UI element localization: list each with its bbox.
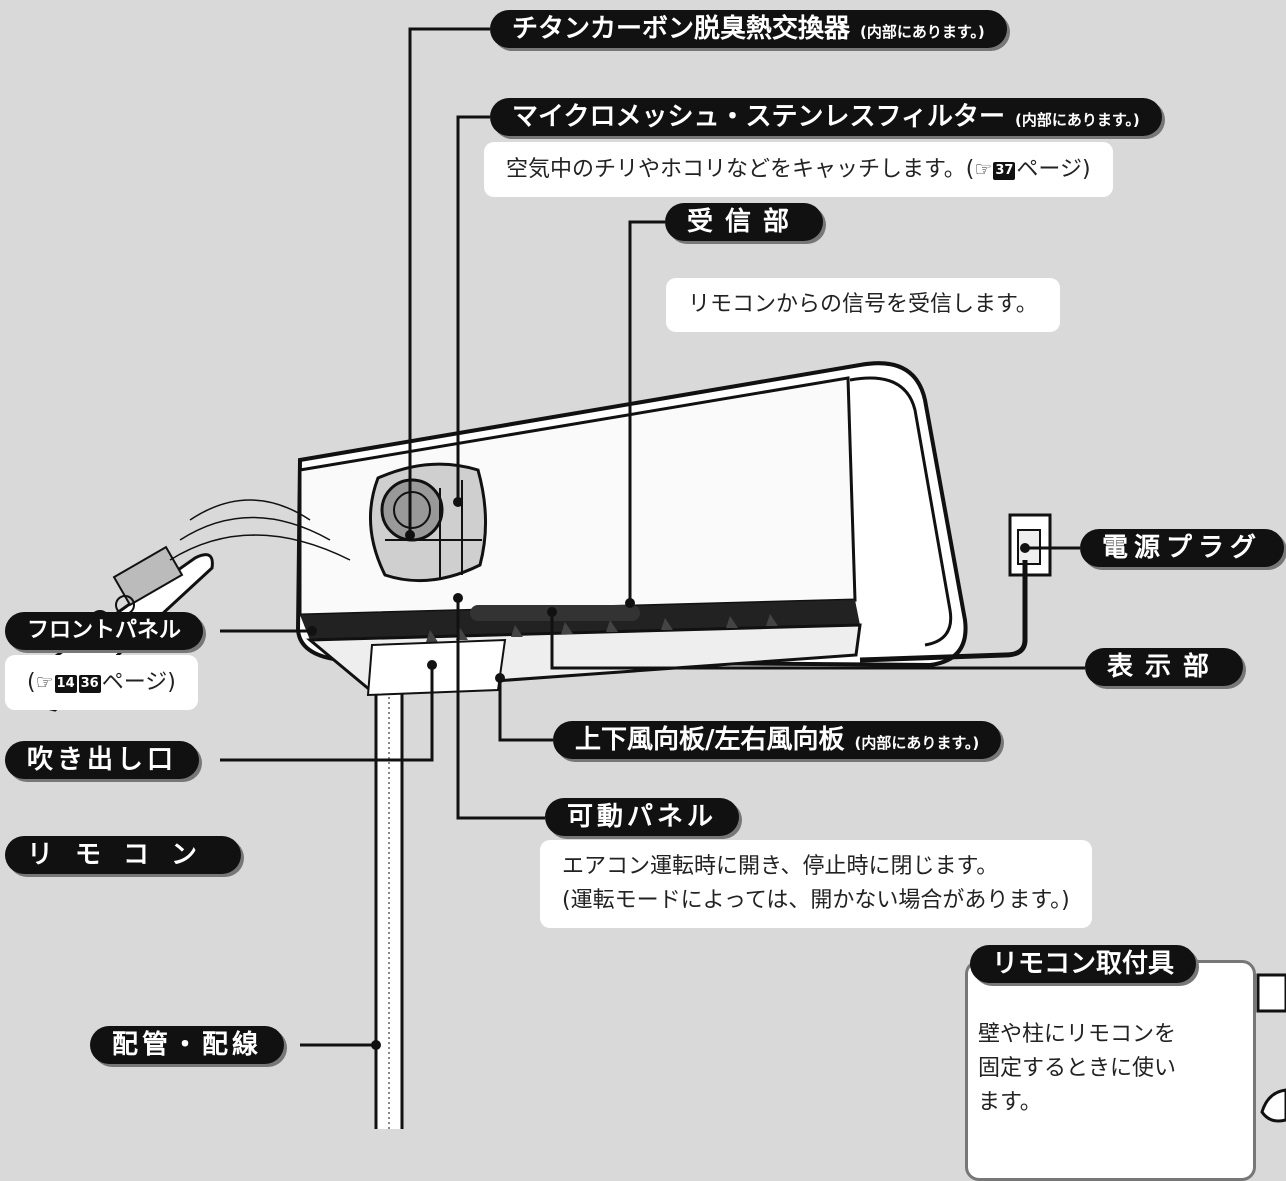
holder-description: 壁や柱にリモコンを 固定するときに使い ます。 [965, 960, 1256, 1181]
pointer-icon: ☞ [974, 157, 993, 181]
mesh-note: (内部にあります。) [1014, 111, 1140, 129]
front-desc-pre: ( [27, 670, 36, 695]
pipe-illustration [374, 678, 404, 1129]
holder-desc-line2: 固定するときに使い [978, 1056, 1177, 1081]
receiver-label: 受信部 [665, 203, 824, 241]
mesh-filter-label: マイクロメッシュ・ステンレスフィルター (内部にあります。) [490, 98, 1162, 136]
movable-desc-line2: (運転モードによっては、開かない場合があります。) [562, 888, 1070, 913]
page-ref-badge: 14 [54, 675, 77, 693]
piping-label: 配管・配線 [90, 1026, 285, 1064]
leader-lines [220, 27, 1085, 1047]
holder-desc-line1: 壁や柱にリモコンを [978, 1022, 1177, 1047]
receiver-description: リモコンからの信号を受信します。 [666, 278, 1060, 332]
receiver-title: 受信部 [687, 207, 802, 237]
remote-holder-label: リモコン取付具 [970, 945, 1197, 983]
leader-dots [307, 497, 1030, 1050]
page-ref-badge: 36 [78, 675, 101, 693]
titanium-note: (内部にあります。) [860, 23, 985, 41]
front-panel-label: フロントパネル [5, 612, 204, 650]
outlet-title: 吹き出し口 [27, 745, 178, 775]
remote-holder-illustration [1256, 973, 1286, 1123]
louver-title: 上下風向板/左右風向板 [575, 725, 845, 755]
movable-panel-title: 可動パネル [567, 802, 718, 832]
plug-title: 電源プラグ [1102, 533, 1263, 563]
remote-label: リモコン [5, 836, 242, 874]
mesh-title: マイクロメッシュ・ステンレスフィルター [512, 102, 1005, 132]
pointer-icon: ☞ [35, 670, 54, 694]
holder-desc-line3: ます。 [978, 1090, 1042, 1115]
remote-title: リモコン [27, 840, 220, 870]
louver-label: 上下風向板/左右風向板 (内部にあります。) [553, 721, 1002, 759]
movable-panel-description: エアコン運転時に開き、停止時に閉じます。 (運転モードによっては、開かない場合が… [540, 840, 1092, 928]
movable-desc-line1: エアコン運転時に開き、停止時に閉じます。 [562, 854, 999, 879]
air-conditioner-illustration [295, 361, 968, 697]
mesh-desc-post: ページ) [1016, 157, 1091, 182]
diagram-illustration [20, 27, 1286, 1129]
mesh-desc-pre: 空気中のチリやホコリなどをキャッチします。( [506, 157, 975, 182]
front-desc-post: ページ) [101, 670, 176, 695]
page-ref-badge: 37 [993, 162, 1016, 180]
louver-note: (内部にあります。) [854, 734, 980, 752]
titanium-heat-exchanger-label: チタンカーボン脱臭熱交換器 (内部にあります。) [490, 10, 1007, 48]
receiver-desc: リモコンからの信号を受信します。 [688, 292, 1038, 317]
movable-panel-label: 可動パネル [545, 798, 740, 836]
power-plug-label: 電源プラグ [1080, 529, 1285, 567]
display-title: 表示部 [1107, 652, 1222, 682]
holder-title: リモコン取付具 [992, 949, 1175, 979]
front-panel-title: フロントパネル [27, 618, 182, 643]
display-label: 表示部 [1085, 648, 1244, 686]
outlet-label: 吹き出し口 [5, 741, 200, 779]
titanium-title: チタンカーボン脱臭熱交換器 [512, 14, 851, 44]
piping-title: 配管・配線 [112, 1030, 263, 1060]
